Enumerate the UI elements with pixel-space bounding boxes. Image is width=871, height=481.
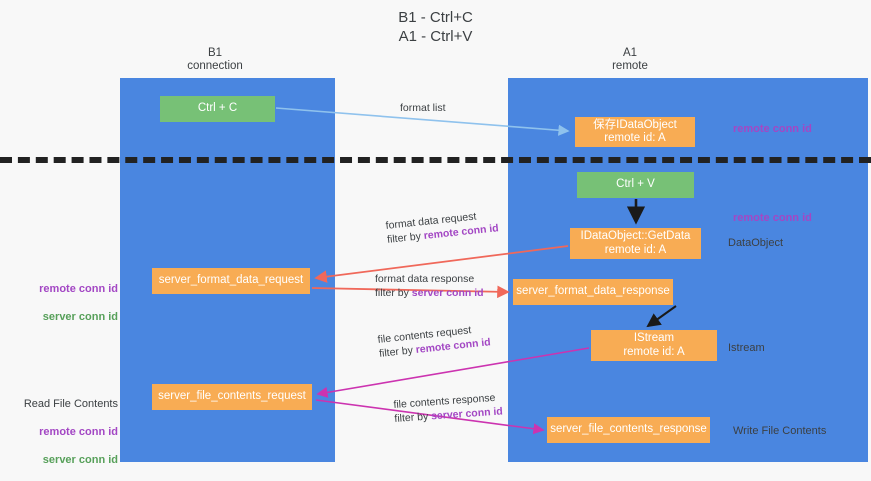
column-header-b1: B1 connection [187, 47, 243, 72]
annotation-left-conn-ids-format: remote conn id server conn id [18, 268, 118, 338]
edge-label-format-data-response: format data response filter by server co… [375, 272, 484, 300]
edge-label-format-data-response-filter-key: server conn id [411, 287, 484, 299]
edge-label-file-contents-response-filter-key: server conn id [430, 405, 504, 423]
edge-label-format-list: format list [400, 101, 446, 115]
annotation-left-remote-conn-id: remote conn id [39, 283, 118, 295]
edge-label-file-contents-request: file contents request filter by remote c… [377, 321, 491, 361]
node-istream[interactable]: IStream remote id: A [591, 330, 717, 361]
annotation-read-file-contents: Read File Contents [23, 398, 118, 410]
annotation-left-server-conn-id: server conn id [42, 311, 118, 323]
diagram-canvas: B1 - Ctrl+C A1 - Ctrl+V B1 connection A1… [0, 9, 871, 466]
column-header-a1: A1 remote [612, 47, 648, 72]
node-ctrl-c[interactable]: Ctrl + C [160, 96, 275, 122]
node-save-idataobject[interactable]: 保存IDataObject remote id: A [575, 117, 695, 147]
node-server-format-data-request[interactable]: server_format_data_request [152, 268, 310, 294]
edge-label-file-contents-request-filter-prefix: filter by [378, 344, 417, 360]
node-server-format-data-response[interactable]: server_format_data_response [513, 279, 673, 305]
annotation-dataobject: DataObject [728, 237, 784, 249]
node-ctrl-v[interactable]: Ctrl + V [577, 172, 694, 198]
annotation-write-file-contents: Write File Contents [733, 425, 827, 437]
annotation-left2-server-conn-id: server conn id [42, 454, 118, 466]
node-server-file-contents-response[interactable]: server_file_contents_response [547, 417, 710, 443]
edge-label-format-data-response-filter-prefix: filter by [375, 287, 412, 299]
edge-label-format-data-response-line1: format data response [375, 273, 475, 285]
annotation-istream: Istream [728, 342, 765, 354]
edge-label-format-list-text: format list [400, 102, 446, 114]
edge-label-format-data-request: format data request filter by remote con… [385, 207, 499, 247]
edge-label-file-contents-response-filter-prefix: filter by [394, 410, 432, 425]
annotation-remote-conn-id-mid: remote conn id [733, 212, 812, 224]
node-server-file-contents-request[interactable]: server_file_contents_request [152, 384, 312, 410]
annotation-remote-conn-id-top: remote conn id [733, 123, 812, 135]
annotation-left-read-file-contents-group: Read File Contents remote conn id server… [18, 383, 118, 481]
phase-divider [0, 157, 871, 163]
edge-label-format-data-request-filter-prefix: filter by [386, 230, 425, 246]
node-idataobject-getdata[interactable]: IDataObject::GetData remote id: A [570, 228, 701, 259]
page-title: B1 - Ctrl+C A1 - Ctrl+V [398, 9, 473, 45]
edge-label-file-contents-response: file contents response filter by server … [393, 390, 503, 426]
annotation-left2-remote-conn-id: remote conn id [39, 426, 118, 438]
